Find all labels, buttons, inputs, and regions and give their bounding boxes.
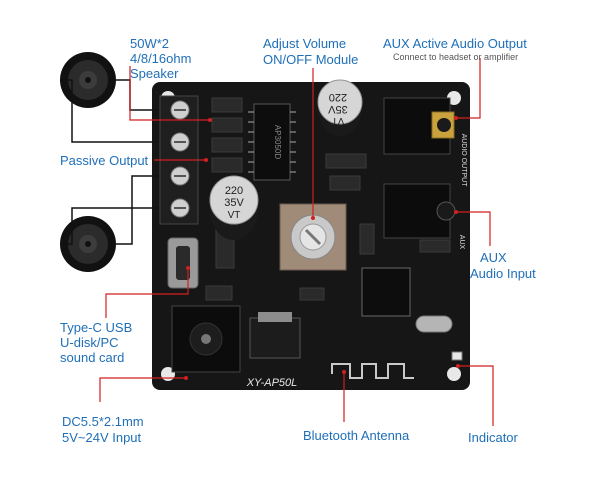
aux-input-marking: AUX xyxy=(458,235,465,250)
mount-hole xyxy=(447,367,461,381)
speaker-top-icon xyxy=(60,52,116,108)
type-c-label-line-2: U-disk/PC xyxy=(60,335,119,350)
speaker-wire xyxy=(60,207,168,245)
capacitor-left-series: VT xyxy=(228,210,241,221)
capacitor-top-value: 220 xyxy=(329,91,347,103)
leader-indicator xyxy=(458,365,494,426)
leader-dc xyxy=(99,377,186,402)
speaker-bottom-icon xyxy=(60,216,116,272)
leader-aux-out xyxy=(456,58,481,119)
aux-output-marking: AUDIO OUTPUT xyxy=(460,134,467,188)
speaker-wire xyxy=(60,79,168,143)
bluetooth-antenna-trace xyxy=(331,363,414,379)
bluetooth-chip xyxy=(361,267,411,317)
amplifier-chip xyxy=(253,103,291,181)
aux-output-label: AUX Active Audio Output xyxy=(383,36,527,51)
capacitor-left-voltage: 35V xyxy=(224,197,244,209)
dc-input-label-line-2: 5V~24V Input xyxy=(62,430,142,445)
leader-speaker xyxy=(129,66,210,121)
speaker-label: Speaker xyxy=(130,66,179,81)
volume-label-line-2: ON/OFF Module xyxy=(263,52,359,67)
aux-input-label-line-1: AUX xyxy=(480,250,507,265)
passive-output-label: Passive Output xyxy=(60,153,149,168)
capacitor-left-icon xyxy=(209,175,259,240)
board-model: XY-AP50L xyxy=(246,377,298,389)
capacitor-top-icon xyxy=(317,79,363,136)
leader-aux-in xyxy=(456,211,491,246)
volume-label-line-1: Adjust Volume xyxy=(263,36,347,51)
crystal-oscillator xyxy=(415,315,453,333)
type-c-label-line-1: Type-C USB xyxy=(60,320,133,335)
aux-output-sublabel: Connect to headset or amplifier xyxy=(393,52,519,62)
aux-input-label-line-2: Audio Input xyxy=(470,266,536,281)
speaker-label-power: 50W*2 xyxy=(130,36,170,51)
speaker-label-impedance: 4/8/16ohm xyxy=(130,51,192,66)
dc-input-label-line-1: DC5.5*2.1mm xyxy=(62,414,144,429)
leader-type-c xyxy=(105,268,189,318)
type-c-label-line-3: sound card xyxy=(60,350,125,365)
capacitor-top-series: VT xyxy=(332,115,345,126)
chip-marking: AP3050D xyxy=(273,125,282,159)
indicator-label: Indicator xyxy=(468,430,518,445)
indicator-led xyxy=(451,351,463,361)
speaker-wire xyxy=(116,175,168,245)
bluetooth-antenna-label: Bluetooth Antenna xyxy=(303,428,410,443)
capacitor-top-voltage: 35V xyxy=(328,103,348,115)
voltage-regulator xyxy=(249,317,301,359)
capacitor-left-value: 220 xyxy=(225,185,243,197)
